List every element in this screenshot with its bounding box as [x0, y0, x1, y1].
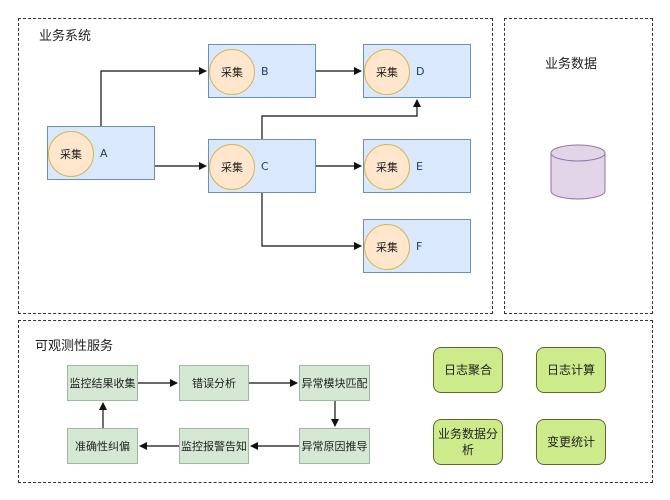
collector-f: 采集: [364, 224, 410, 270]
flow-error-analysis[interactable]: 错误分析: [179, 365, 249, 401]
service-log-computation[interactable]: 日志计算: [536, 347, 606, 393]
node-a-label: A: [100, 146, 108, 160]
observability-title: 可观测性服务: [35, 339, 114, 354]
service-business-data-analysis[interactable]: 业务数据分析: [433, 419, 503, 465]
collector-d: 采集: [364, 49, 410, 95]
service-log-aggregation[interactable]: 日志聚合: [433, 347, 503, 393]
node-b[interactable]: 采集 B: [208, 44, 316, 98]
node-f-label: F: [416, 239, 423, 253]
flow-module-match[interactable]: 异常模块匹配: [299, 365, 370, 401]
collector-b: 采集: [209, 49, 255, 95]
flow-collect[interactable]: 监控结果收集: [67, 365, 138, 401]
node-c[interactable]: 采集 C: [208, 139, 316, 193]
node-e-label: E: [416, 159, 423, 173]
node-c-label: C: [261, 159, 269, 173]
collector-e: 采集: [364, 144, 410, 190]
node-f[interactable]: 采集 F: [363, 219, 471, 273]
business-data-title: 业务数据: [545, 57, 598, 72]
node-b-label: B: [261, 64, 269, 78]
business-system-title: 业务系统: [39, 29, 92, 44]
node-a[interactable]: 采集 A: [47, 126, 155, 180]
collector-c: 采集: [209, 144, 255, 190]
service-change-statistics[interactable]: 变更统计: [536, 419, 606, 465]
business-data-group: 业务数据: [504, 18, 653, 314]
business-system-group: 业务系统: [18, 18, 493, 314]
flow-cause-inference[interactable]: 异常原因推导: [299, 428, 370, 464]
node-d-label: D: [416, 64, 425, 78]
observability-group: 可观测性服务: [18, 320, 653, 483]
node-e[interactable]: 采集 E: [363, 139, 471, 193]
collector-a: 采集: [48, 131, 94, 177]
flow-alert-notify[interactable]: 监控报警告知: [179, 428, 249, 464]
node-d[interactable]: 采集 D: [363, 44, 471, 98]
flow-accuracy-correction[interactable]: 准确性纠偏: [67, 428, 138, 464]
